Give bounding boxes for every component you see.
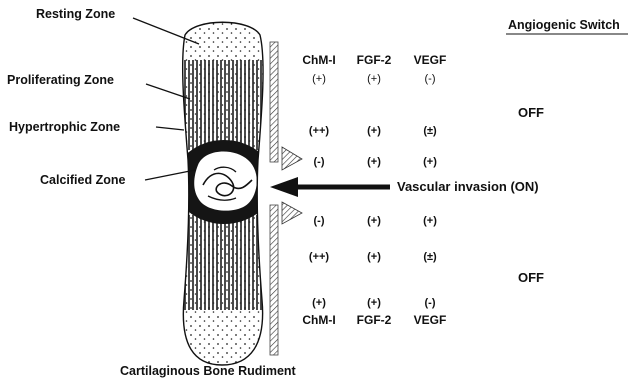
column-label-fgf2-top: FGF-2 xyxy=(349,53,399,67)
vascular-invasion-arrow xyxy=(270,177,390,197)
bottom-row3-fgf2: (+) xyxy=(354,296,394,310)
top-row3-fgf2: (+) xyxy=(354,155,394,169)
top-row2-fgf2: (+) xyxy=(354,124,394,138)
angiogenic-switch-title: Angiogenic Switch xyxy=(508,18,620,32)
figure-caption: Cartilaginous Bone Rudiment xyxy=(120,364,296,378)
top-row1-chmi: (+) xyxy=(299,72,339,86)
switch-state-bottom: OFF xyxy=(518,271,544,285)
column-label-chmi-bottom: ChM-I xyxy=(294,313,344,327)
column-label-fgf2-bottom: FGF-2 xyxy=(349,313,399,327)
bottom-row3-vegf: (-) xyxy=(410,296,450,310)
top-row2-vegf: (±) xyxy=(410,124,450,138)
top-row3-chmi: (-) xyxy=(299,155,339,169)
column-label-chmi-top: ChM-I xyxy=(294,53,344,67)
top-row2-chmi: (++) xyxy=(299,124,339,138)
column-label-vegf-top: VEGF xyxy=(405,53,455,67)
bottom-row1-vegf: (+) xyxy=(410,214,450,228)
calcified-zone-label: Calcified Zone xyxy=(40,173,125,187)
top-row1-vegf: (-) xyxy=(410,72,450,86)
bottom-row1-chmi: (-) xyxy=(299,214,339,228)
vascular-invasion-label: Vascular invasion (ON) xyxy=(397,180,539,194)
bottom-row2-chmi: (++) xyxy=(299,250,339,264)
column-label-vegf-bottom: VEGF xyxy=(405,313,455,327)
resting-zone-label: Resting Zone xyxy=(36,7,115,21)
proliferating-zone-label: Proliferating Zone xyxy=(7,73,114,87)
switch-state-top: OFF xyxy=(518,106,544,120)
bottom-row3-chmi: (+) xyxy=(299,296,339,310)
bottom-row2-vegf: (±) xyxy=(410,250,450,264)
perichondrium-band xyxy=(270,42,278,355)
hypertrophic-zone-label: Hypertrophic Zone xyxy=(9,120,120,134)
bottom-row2-fgf2: (+) xyxy=(354,250,394,264)
top-row3-vegf: (+) xyxy=(410,155,450,169)
top-row1-fgf2: (+) xyxy=(354,72,394,86)
bottom-row1-fgf2: (+) xyxy=(354,214,394,228)
